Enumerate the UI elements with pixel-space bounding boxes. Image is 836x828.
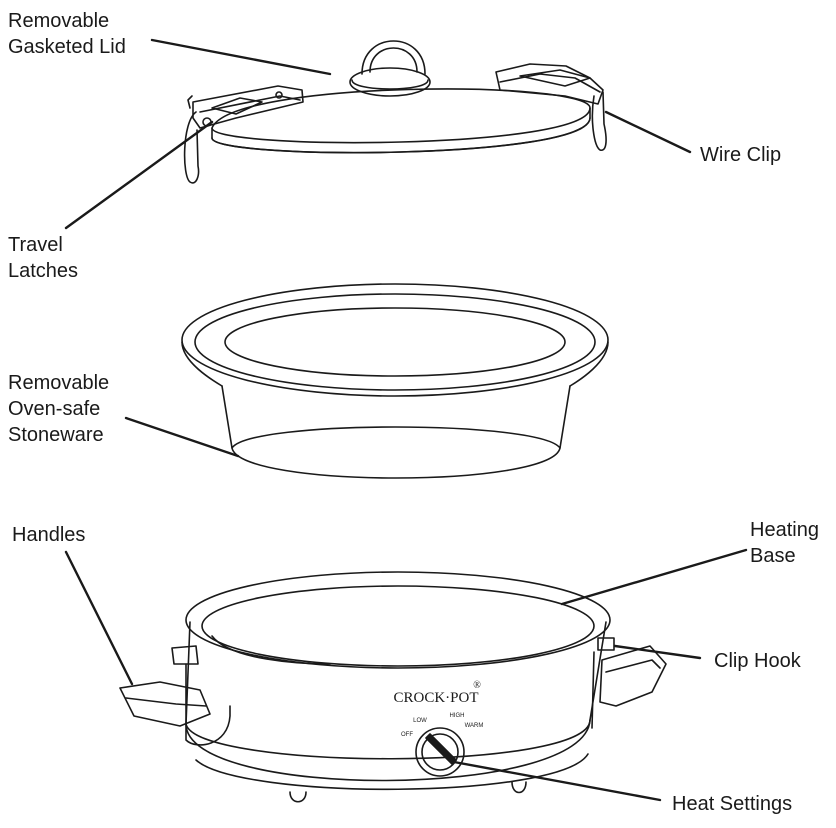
leader-heating-base: [560, 548, 748, 606]
latch-right-edge: [499, 73, 601, 93]
stoneware-rim-right: [569, 341, 609, 387]
travel-latch-left: [183, 85, 304, 184]
leader-stoneware: [124, 416, 240, 458]
travel-latch-right: [495, 63, 607, 151]
latch-left-rivet: [275, 91, 283, 99]
wire-clip-right: [591, 91, 607, 151]
stoneware-inner-bottom: [231, 426, 561, 449]
label-clip-hook-text: Clip Hook: [714, 650, 801, 672]
lid: [211, 40, 591, 154]
label-stoneware-line-1: Removable: [8, 372, 110, 394]
label-lid-line-2: Gasketed Lid: [8, 36, 126, 58]
label-stoneware-line-3: Stoneware: [8, 424, 104, 446]
base-foot-left: [289, 791, 307, 803]
label-travel-latches: Travel Latches: [8, 232, 78, 284]
latch-left-edge: [199, 95, 301, 113]
base-inner-rim: [201, 585, 595, 667]
dial-label-warm: WARM: [465, 723, 484, 729]
base-outer-rim: [185, 571, 611, 669]
handle-left-bracket: [171, 645, 199, 665]
latch-right-body: [495, 63, 604, 105]
handle-left-mount: [185, 663, 231, 746]
label-stoneware-line-2: Oven-safe: [8, 398, 101, 420]
wire-clip-left: [183, 111, 200, 184]
lid-handle-inner: [369, 47, 418, 73]
handle-left-grip: [119, 681, 211, 727]
handle-right: [591, 637, 667, 729]
dial-pointer: [425, 733, 457, 765]
clip-hook: [597, 637, 615, 651]
lid-rim-bottom: [211, 117, 591, 154]
stoneware-outer-rim: [181, 283, 609, 397]
wire-clip-left-top: [187, 95, 193, 109]
leader-clip-hook: [613, 644, 702, 660]
leader-heat-settings: [452, 760, 662, 802]
latch-right-lever: [519, 69, 591, 87]
base-body: [185, 621, 607, 782]
base-foot-right: [511, 781, 527, 794]
registered-mark: ®: [473, 680, 481, 691]
brand-logo: CROCK·POT: [393, 690, 478, 706]
lid-handle-outer: [361, 40, 426, 75]
label-heat-settings: Heat Settings: [672, 791, 792, 817]
heat-settings-dial[interactable]: [421, 733, 459, 771]
dial-label-off: OFF: [401, 732, 413, 738]
label-lid: Removable Gasketed Lid: [8, 8, 126, 60]
stoneware-body: [221, 385, 571, 479]
handle-right-grip: [599, 645, 667, 707]
base-foot-ring: [195, 753, 589, 791]
handle-right-grip-edge: [605, 659, 661, 673]
heating-base: [185, 571, 611, 803]
label-travel-latches-line-2: Latches: [8, 260, 79, 282]
label-lid-line-1: Removable: [8, 10, 110, 32]
latch-left-body: [192, 85, 304, 129]
leader-lid: [150, 38, 332, 76]
label-heating-base: Heating Base: [750, 517, 819, 569]
handle-right-mount: [591, 651, 595, 729]
lid-rim-edge: [211, 107, 591, 144]
lid-knob-base-shadow: [351, 79, 429, 90]
stoneware-inner-rim: [224, 307, 566, 377]
handle-left-grip-edge: [125, 697, 207, 707]
label-wire-clip: Wire Clip: [700, 142, 781, 168]
label-wire-clip-text: Wire Clip: [700, 144, 782, 166]
stoneware: [181, 283, 609, 479]
control-panel: CROCK·POT ® LOW HIGH OFF WARM: [393, 680, 484, 777]
base-inner-wall-left: [211, 635, 331, 665]
label-travel-latches-line-1: Travel: [8, 234, 63, 256]
dial-outer-ring: [415, 727, 465, 777]
stoneware-rim-lip: [194, 293, 596, 391]
leader-lines: [64, 38, 748, 802]
base-bottom-band: [185, 719, 591, 760]
leader-travel-latches: [64, 120, 214, 230]
stoneware-rim-left: [181, 341, 223, 387]
leader-wire-clip: [604, 110, 692, 154]
label-handles-text: Handles: [12, 524, 86, 546]
label-heat-settings-text: Heat Settings: [672, 793, 793, 815]
label-heating-base-line-1: Heating: [750, 519, 819, 541]
leader-handles: [64, 550, 134, 686]
dial-label-high: HIGH: [450, 713, 465, 719]
label-stoneware: Removable Oven-safe Stoneware: [8, 370, 109, 448]
dial-label-low: LOW: [413, 718, 427, 724]
label-clip-hook: Clip Hook: [714, 648, 801, 674]
latch-left-lever: [211, 97, 263, 115]
label-heating-base-line-2: Base: [750, 545, 796, 567]
label-handles: Handles: [12, 522, 85, 548]
lid-knob-base: [349, 67, 431, 97]
handle-left: [119, 645, 231, 746]
